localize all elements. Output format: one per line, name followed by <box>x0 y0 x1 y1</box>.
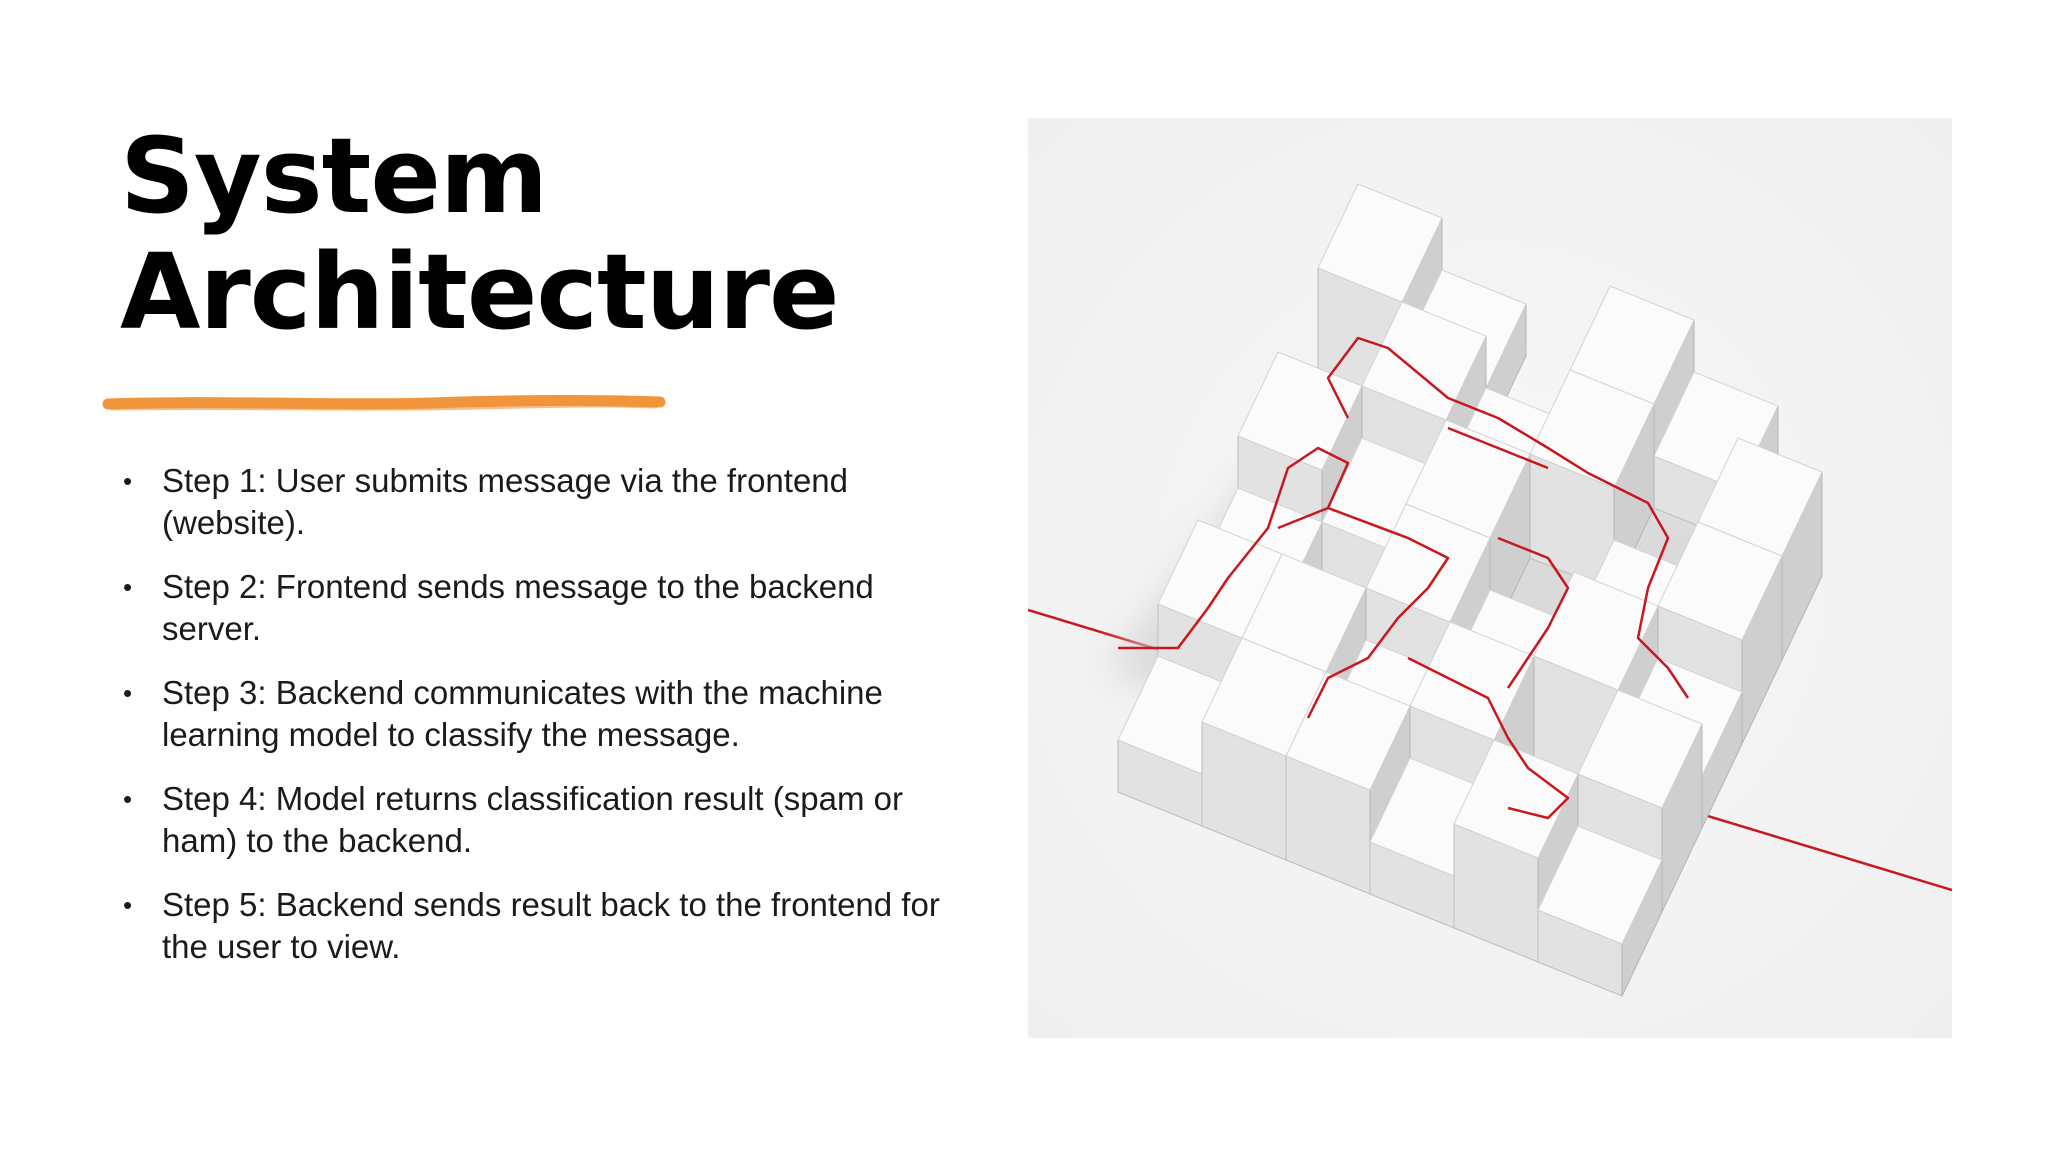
isometric-maze-drawing <box>1028 118 1952 1038</box>
steps-list: • Step 1: User submits message via the f… <box>120 460 940 990</box>
title-underline-stroke <box>102 395 666 411</box>
cube-face <box>1529 369 1655 489</box>
step-text: Step 4: Model returns classification res… <box>162 780 903 859</box>
cube-face <box>1657 521 1783 641</box>
cube-face <box>1577 689 1703 809</box>
bullet-icon: • <box>123 572 133 602</box>
bullet-icon: • <box>123 890 133 920</box>
maze-cubes-illustration <box>1028 118 1952 1038</box>
bullet-icon: • <box>123 678 133 708</box>
step-item: • Step 2: Frontend sends message to the … <box>120 566 940 650</box>
title-line-2: Architecture <box>120 231 840 353</box>
bullet-icon: • <box>123 466 133 496</box>
step-text: Step 1: User submits message via the fro… <box>162 462 849 541</box>
cube-face <box>1537 825 1663 945</box>
step-item: • Step 4: Model returns classification r… <box>120 778 940 862</box>
step-item: • Step 3: Backend communicates with the … <box>120 672 940 756</box>
step-text: Step 3: Backend communicates with the ma… <box>162 674 883 753</box>
cube-face <box>1453 739 1579 859</box>
step-text: Step 2: Frontend sends message to the ba… <box>162 568 874 647</box>
slide-title: System Architecture <box>120 118 980 350</box>
step-item: • Step 5: Backend sends result back to t… <box>120 884 940 968</box>
step-item: • Step 1: User submits message via the f… <box>120 460 940 544</box>
title-line-1: System <box>120 115 548 237</box>
bullet-icon: • <box>123 784 133 814</box>
step-text: Step 5: Backend sends result back to the… <box>162 886 940 965</box>
